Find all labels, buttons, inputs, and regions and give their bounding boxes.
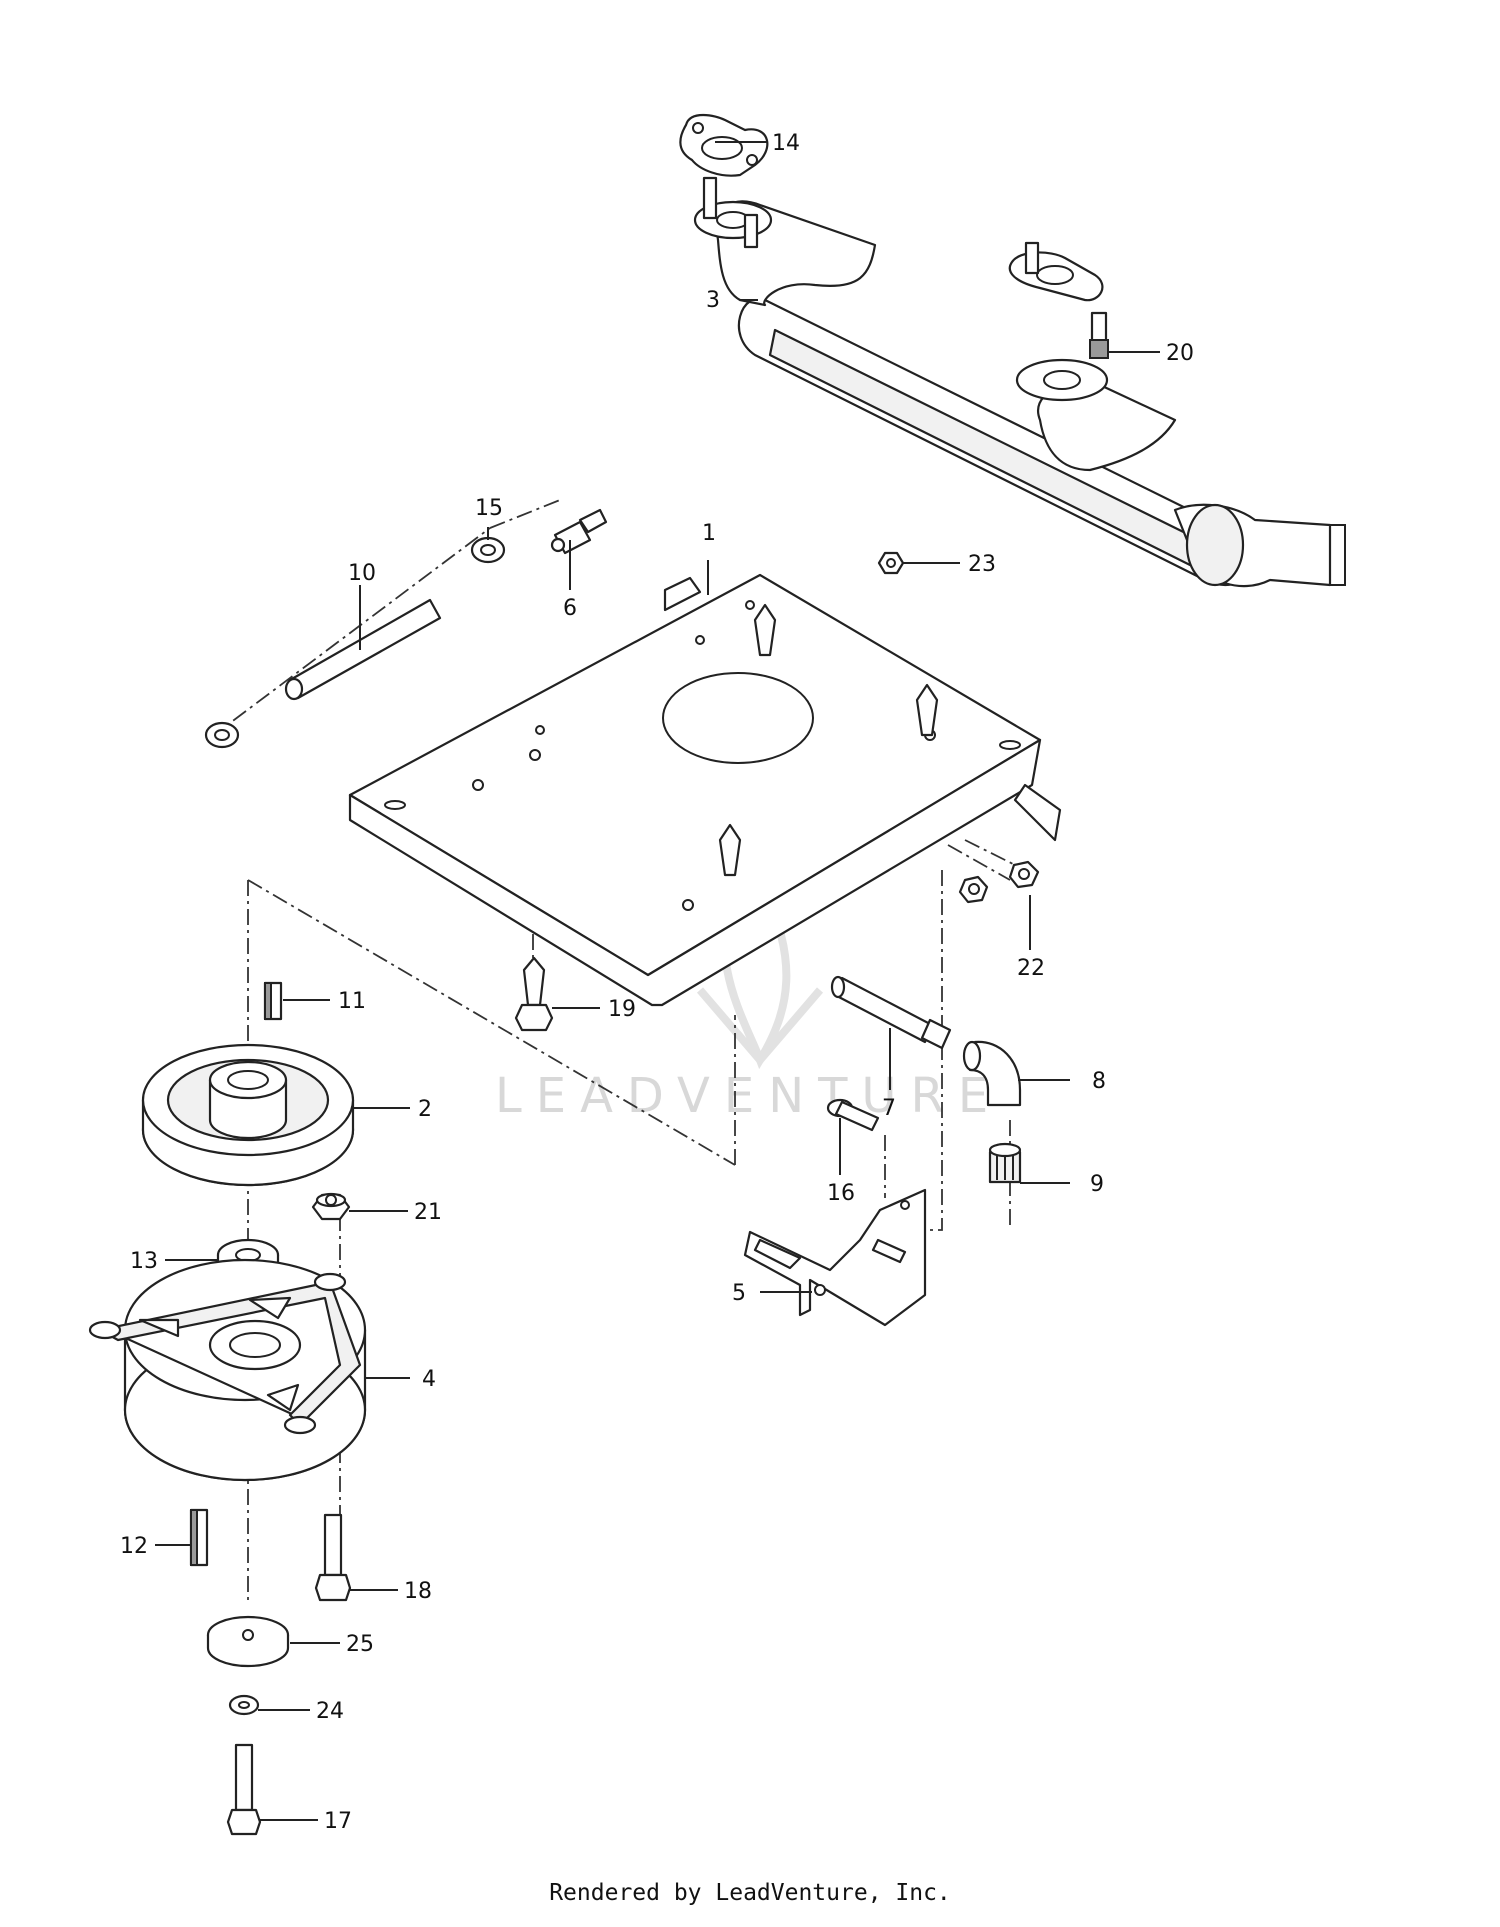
callout-19: 19: [608, 997, 636, 1022]
callout-10: 10: [348, 561, 376, 586]
callout-15: 15: [475, 496, 503, 521]
callout-23: 23: [968, 552, 996, 577]
callout-3: 3: [706, 288, 720, 313]
part-5-bracket: [743, 1188, 927, 1327]
callout-25: 25: [346, 1632, 374, 1657]
part-7-pipe: [830, 975, 952, 1050]
callout-4: 4: [422, 1367, 436, 1392]
part-11-key: [263, 981, 283, 1021]
part-23-nut: [877, 551, 905, 575]
part-1-mounting-plate: [348, 573, 1062, 1007]
part-8-elbow: [962, 1040, 1022, 1107]
part-22-nut: [958, 860, 1040, 904]
callout-20: 20: [1166, 341, 1194, 366]
callout-17: 17: [324, 1809, 352, 1834]
callout-5: 5: [732, 1281, 746, 1306]
part-2-pulley: [141, 1043, 355, 1187]
callout-2: 2: [418, 1097, 432, 1122]
part-20-bolt: [1008, 241, 1109, 359]
callout-1: 1: [702, 521, 716, 546]
part-14-gasket: [679, 113, 769, 177]
part-9-cap: [988, 1142, 1022, 1184]
part-4-clutch: [88, 1258, 367, 1482]
callout-24: 24: [316, 1699, 344, 1724]
callout-11: 11: [338, 989, 366, 1014]
callout-12: 12: [120, 1534, 148, 1559]
part-15-clamp: [204, 536, 506, 749]
footer-credit: Rendered by LeadVenture, Inc.: [549, 1880, 951, 1906]
part-21-nut: [311, 1192, 351, 1221]
callout-18: 18: [404, 1579, 432, 1604]
part-12-key: [189, 1508, 209, 1567]
part-25-washer: [206, 1615, 290, 1668]
part-18-bolt: [314, 1513, 352, 1602]
part-10-tube: [284, 598, 442, 701]
callout-22: 22: [1017, 956, 1045, 981]
callout-6: 6: [563, 596, 577, 621]
callout-21: 21: [414, 1200, 442, 1225]
watermark-text: LEADVENTURE: [495, 1068, 1002, 1124]
callout-7: 7: [882, 1096, 896, 1121]
part-19-stud: [514, 956, 554, 1032]
callout-14: 14: [772, 131, 800, 156]
part-16-pin: [826, 1098, 880, 1132]
part-17-bolt: [226, 1743, 262, 1836]
callout-8: 8: [1092, 1069, 1106, 1094]
part-6-fitting: [550, 508, 608, 555]
leader-lines: [155, 141, 1160, 1821]
callout-13: 13: [130, 1249, 158, 1274]
part-24-lockwasher: [228, 1694, 260, 1716]
part-3-muffler: [693, 176, 1346, 588]
callout-16: 16: [827, 1181, 855, 1206]
callout-9: 9: [1090, 1172, 1104, 1197]
